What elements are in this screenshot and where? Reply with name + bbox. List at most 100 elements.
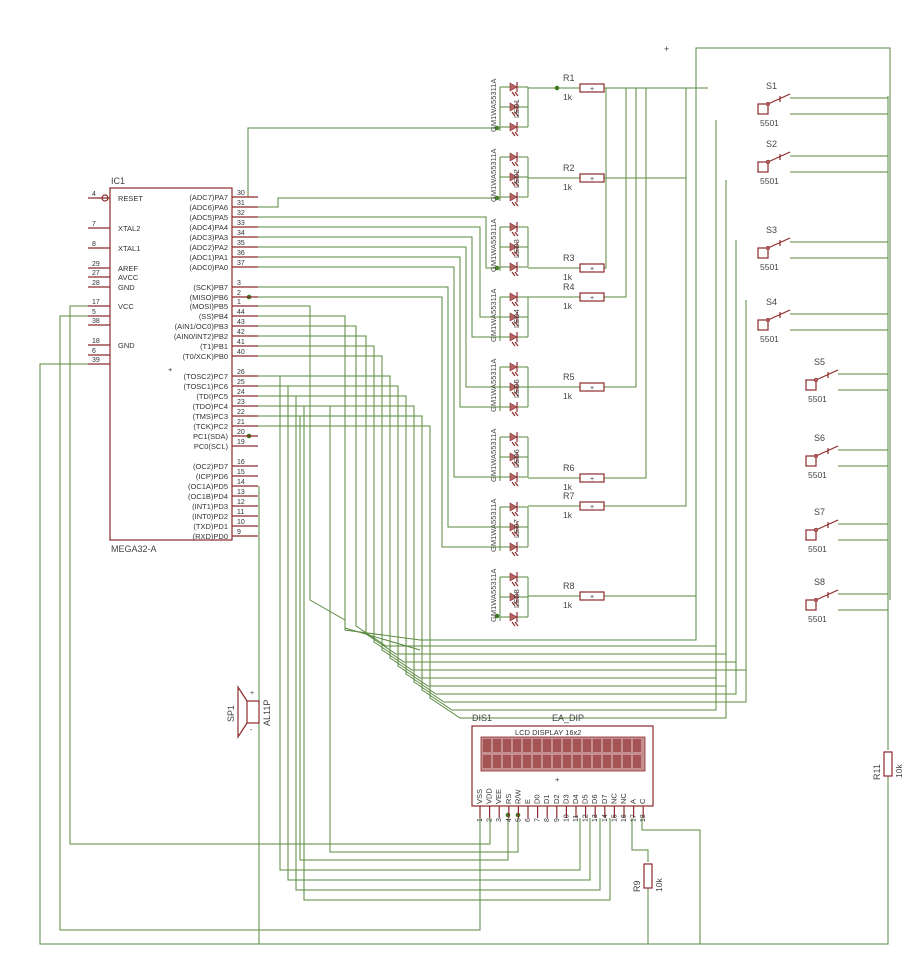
lcd-pin-name: D2 [552, 794, 561, 804]
resistor-ref: R8 [563, 581, 575, 591]
switch-contact [765, 101, 771, 107]
ic-right-pin-name: (AIN0/INT2)PB2 [174, 332, 228, 341]
led-emit-arrow [514, 321, 519, 327]
resistor-body [579, 292, 605, 302]
ic-left-pin-name: XTAL2 [118, 224, 140, 233]
switch-contact [765, 245, 771, 251]
led-emit-arrow [511, 391, 516, 397]
speaker-minus: - [250, 727, 253, 734]
ic-left-pin-name: GND [118, 341, 135, 350]
ic-left-pin-number: 29 [92, 261, 100, 268]
port-to-led-wire [258, 296, 500, 548]
ic-right-pin-number: 14 [237, 479, 245, 486]
led-diode-triangle [509, 332, 518, 342]
lcd-vss-wire [59, 315, 481, 931]
resistor-body [579, 173, 605, 183]
led-emit-arrow [514, 461, 519, 467]
port-to-switch-wire [258, 385, 727, 687]
ic-right-pin-number: 32 [237, 210, 245, 217]
port-to-switch-wire [258, 395, 737, 695]
ic-right-pin-number: 26 [237, 369, 245, 376]
resistor-to-bus [604, 88, 647, 479]
switch-value: 5501 [808, 470, 827, 480]
led-emit-arrow [511, 551, 516, 557]
led-emit-arrow [511, 181, 516, 187]
led-diode-triangle [509, 102, 518, 112]
led-diode-triangle [509, 222, 518, 232]
resistor-value: 1k [563, 482, 573, 492]
ic-right-pin-name: (RXD)PD0 [193, 532, 228, 541]
lcd-pin-number: 6 [525, 818, 532, 822]
led-diode-triangle [509, 382, 518, 392]
led-emit-arrow [511, 341, 516, 347]
switch-lever [815, 369, 839, 381]
resistor-mark: + [590, 266, 594, 273]
pa6-wire [258, 197, 500, 208]
led-emit-arrow [511, 301, 516, 307]
switch-ref: S1 [766, 81, 777, 91]
ic-right-pin-name: (OC1A)PD5 [188, 482, 228, 491]
ic-right-pin-number: 40 [237, 349, 245, 356]
lcd-char-cell [483, 739, 491, 752]
ic-right-pin-number: 23 [237, 399, 245, 406]
lcd-char-cell [633, 755, 641, 768]
resistor-body [579, 473, 605, 483]
ic-right-pin-name: (ADC2)PA2 [189, 243, 228, 252]
led-ref-label: LED5 [512, 379, 521, 398]
ic-right-pin-name: (ADC7)PA7 [189, 193, 228, 202]
lcd-char-cell [533, 739, 541, 752]
ic-right-pin-number: 37 [237, 260, 245, 267]
ic-right-pin-name: (T1)PB1 [200, 342, 228, 351]
lcd-char-cell [563, 739, 571, 752]
lcd-pin-number: 13 [592, 814, 599, 822]
switch-body [805, 529, 817, 541]
lcd-char-cell [553, 739, 561, 752]
led-emit-arrow [514, 341, 519, 347]
switch-value: 5501 [760, 262, 779, 272]
led-value-label: GM1WA55311A [489, 79, 498, 132]
switch-value: 5501 [760, 118, 779, 128]
origin-plus-marker: + [168, 365, 173, 374]
switch-body [757, 161, 769, 173]
ic-right-pin-name: (ADC4)PA4 [189, 223, 228, 232]
ic-right-pin-number: 36 [237, 250, 245, 257]
led-ref-label: LED6 [512, 449, 521, 468]
ic-right-pin-name: (TDO)PC4 [193, 402, 228, 411]
led-emit-arrow [514, 161, 519, 167]
r9-value: 10k [654, 878, 664, 892]
led-diode-triangle [509, 542, 518, 552]
port-to-led-wire [258, 236, 500, 338]
lcd-char-cell [563, 755, 571, 768]
led-ref-label: LED2 [512, 169, 521, 188]
port-to-switch-wire [258, 120, 717, 647]
led-emit-arrow [514, 181, 519, 187]
junction-dot [505, 812, 511, 818]
ic-right-pin-number: 42 [237, 329, 245, 336]
ic-right-pin-name: (MOSI)PB5 [190, 302, 228, 311]
resistor-mark: + [590, 86, 594, 93]
ic-right-pin-name: (INT1)PD3 [192, 502, 228, 511]
lcd-char-cell [573, 755, 581, 768]
ic-left-pin-number: 6 [92, 348, 96, 355]
port-to-led-wire [258, 266, 500, 478]
lcd-char-cell [623, 739, 631, 752]
resistor-body [579, 83, 605, 93]
led-emit-arrow [511, 481, 516, 487]
ic-right-pin-number: 9 [237, 529, 241, 536]
lcd-pin-number: 16 [621, 814, 628, 822]
led-diode-triangle [509, 522, 518, 532]
ic-right-pin-number: 43 [237, 319, 245, 326]
port-to-switch-wire [258, 360, 717, 679]
led-diode-triangle [509, 242, 518, 252]
crosshair-marker: + [664, 44, 669, 54]
switch-contact [813, 597, 819, 603]
ic-right-pin-number: 13 [237, 489, 245, 496]
lcd-pin-name: D4 [571, 794, 580, 804]
lcd-data-wire [258, 385, 591, 881]
ic-right-pin-number: 24 [237, 389, 245, 396]
ic-right-pin-name: (ICP)PD6 [196, 472, 228, 481]
led-value-label: GM1WA55311A [489, 569, 498, 622]
ic-left-pin-name: AVCC [118, 273, 139, 282]
ic-right-pin-number: 11 [237, 509, 244, 516]
